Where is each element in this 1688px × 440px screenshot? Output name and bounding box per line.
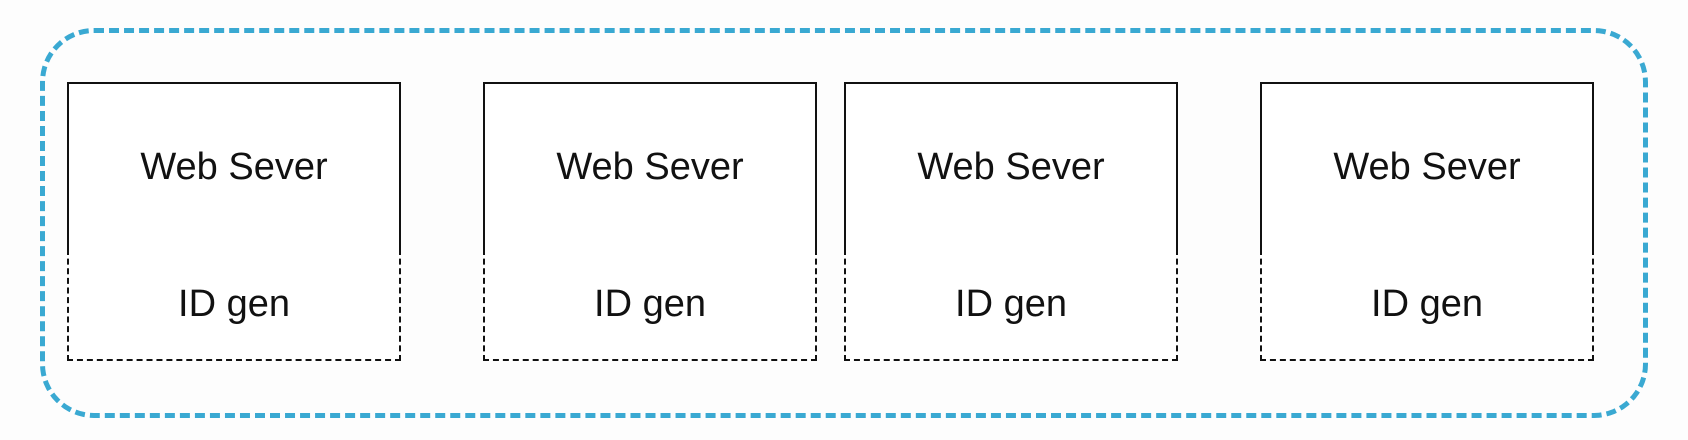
server-node: Web Sever ID gen <box>67 82 401 361</box>
id-generator-label: ID gen <box>594 282 706 325</box>
server-node: Web Sever ID gen <box>1260 82 1594 361</box>
id-generator-box: ID gen <box>1260 249 1594 361</box>
web-server-box: Web Sever <box>483 82 817 252</box>
web-server-label: Web Sever <box>1333 145 1521 188</box>
id-generator-box: ID gen <box>67 249 401 361</box>
id-generator-label: ID gen <box>955 282 1067 325</box>
server-node: Web Sever ID gen <box>483 82 817 361</box>
web-server-label: Web Sever <box>140 145 328 188</box>
web-server-label: Web Sever <box>556 145 744 188</box>
web-server-box: Web Sever <box>1260 82 1594 252</box>
id-generator-label: ID gen <box>178 282 290 325</box>
server-group-boundary <box>40 28 1648 418</box>
web-server-box: Web Sever <box>844 82 1178 252</box>
id-generator-label: ID gen <box>1371 282 1483 325</box>
id-generator-box: ID gen <box>483 249 817 361</box>
id-generator-box: ID gen <box>844 249 1178 361</box>
web-server-box: Web Sever <box>67 82 401 252</box>
web-server-label: Web Sever <box>917 145 1105 188</box>
server-node: Web Sever ID gen <box>844 82 1178 361</box>
